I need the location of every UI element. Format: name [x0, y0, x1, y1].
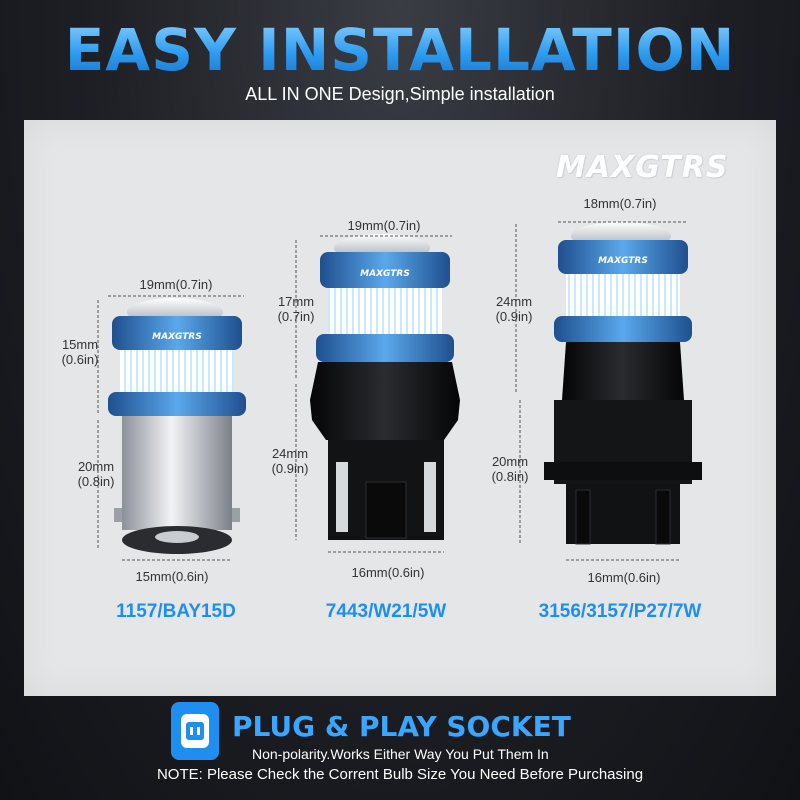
- plug-play-subtitle: Non-polarity.Works Either Way You Put Th…: [252, 746, 549, 762]
- socket-icon: [171, 702, 219, 760]
- bulb-1157: MAXGTRS 19mm(0.7in) 15mm (0.6in) 20mm (0…: [62, 277, 246, 622]
- led-ring: [120, 350, 234, 394]
- base-height-inch-label: (0.8in): [492, 469, 529, 484]
- bottom-width-label: 16mm(0.6in): [588, 570, 661, 585]
- led-height-label: 24mm: [496, 294, 532, 309]
- led-ring: [566, 274, 680, 318]
- bulb-cap: [558, 240, 688, 274]
- page-title: EASY INSTALLATION: [0, 16, 800, 84]
- plug-play-title: PLUG & PLAY SOCKET: [232, 710, 571, 743]
- led-height-label: 17mm: [278, 294, 314, 309]
- page-subtitle: ALL IN ONE Design,Simple installation: [245, 84, 555, 104]
- model-label-7443: 7443/W21/5W: [326, 601, 446, 622]
- bulb-collar: [316, 334, 454, 362]
- bulb-3156: MAXGTRS 18mm(0.7in) 24mm (0.9in) 20mm (0…: [492, 196, 702, 622]
- base-height-inch-label: (0.8in): [78, 474, 115, 489]
- led-height-inch-label: (0.7in): [278, 309, 315, 324]
- base-height-label: 20mm: [78, 459, 114, 474]
- black-housing: [310, 362, 460, 440]
- bulb-cap: [112, 316, 242, 350]
- base-height-inch-label: (0.9in): [272, 461, 309, 476]
- bottom-width-label: 16mm(0.6in): [352, 565, 425, 580]
- top-width-label: 19mm(0.7in): [140, 277, 213, 292]
- bulb-collar: [554, 316, 692, 342]
- led-height-inch-label: (0.9in): [496, 309, 533, 324]
- led-height-inch-label: (0.6in): [62, 352, 99, 367]
- led-ring: [328, 288, 442, 334]
- top-width-label: 19mm(0.7in): [348, 218, 421, 233]
- metal-base: [122, 416, 232, 530]
- led-height-label: 15mm: [62, 337, 98, 352]
- black-housing: [562, 342, 684, 400]
- brand-watermark: MAXGTRS: [556, 150, 729, 185]
- model-label-1157: 1157/BAY15D: [116, 601, 236, 622]
- cap-brand-label: MAXGTRS: [598, 256, 648, 266]
- purchase-note: NOTE: Please Check the Corrent Bulb Size…: [156, 766, 644, 783]
- bottom-width-label: 15mm(0.6in): [136, 569, 209, 584]
- bulb-cap: [320, 252, 450, 288]
- top-width-label: 18mm(0.7in): [584, 196, 657, 211]
- bulb-collar: [108, 392, 246, 416]
- model-label-3156: 3156/3157/P27/7W: [539, 601, 702, 622]
- bulb-7443: MAXGTRS 19mm(0.7in) 17mm (0.7in) 24mm (0…: [272, 218, 460, 622]
- cap-brand-label: MAXGTRS: [152, 332, 202, 342]
- base-height-label: 20mm: [492, 454, 528, 469]
- cap-brand-label: MAXGTRS: [360, 269, 410, 279]
- base-height-label: 24mm: [272, 446, 308, 461]
